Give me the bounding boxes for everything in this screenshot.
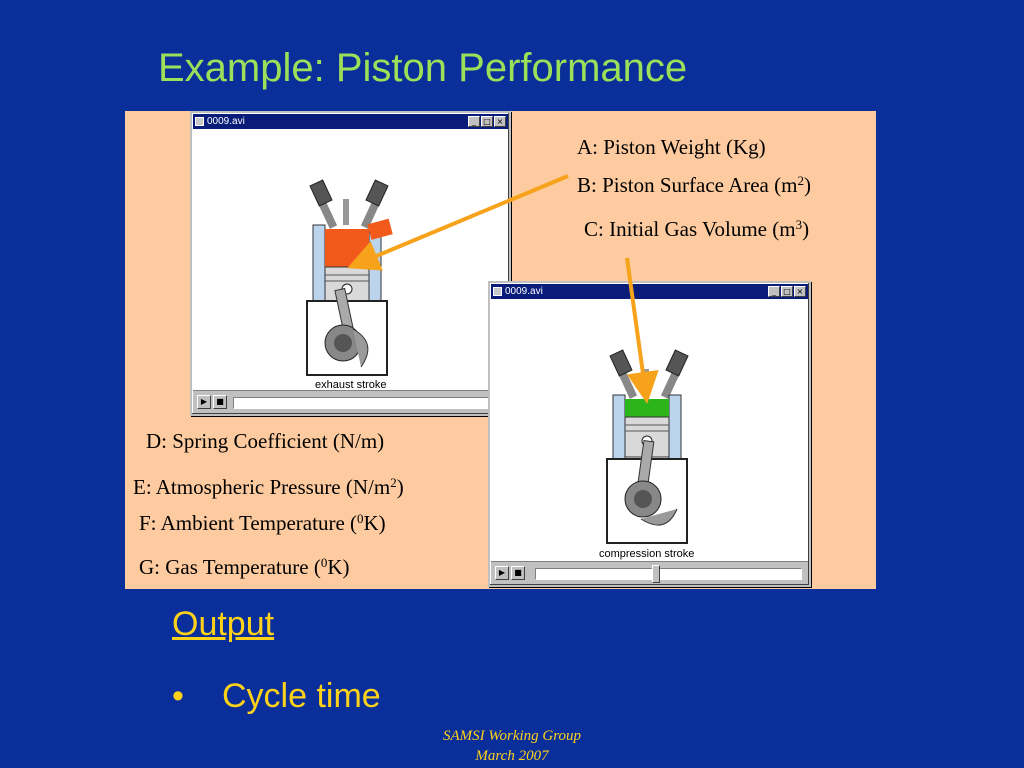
diagram-panel: 0009.avi _ □ × [125, 111, 876, 589]
seek-track[interactable] [535, 568, 802, 580]
stop-button[interactable]: ■ [511, 566, 525, 580]
maximize-button[interactable]: □ [781, 286, 793, 297]
window-title: 0009.avi [207, 116, 245, 127]
video-window-compression[interactable]: 0009.avi _ □ × [488, 281, 811, 587]
seek-track[interactable] [233, 397, 504, 409]
param-f: F: Ambient Temperature (0K) [139, 511, 386, 535]
maximize-button[interactable]: □ [481, 116, 493, 127]
close-button[interactable]: × [494, 116, 506, 127]
param-c: C: Initial Gas Volume (m3) [584, 217, 810, 241]
stroke-caption: compression stroke [599, 548, 695, 560]
engine-compression-illustration [606, 349, 689, 544]
engine-exhaust-illustration [306, 179, 393, 376]
video-file-icon [493, 287, 502, 296]
bullet-cycle-time: Cycle time [222, 677, 381, 715]
slide-title: Example: Piston Performance [158, 46, 688, 90]
media-controls: ▶ ■ [193, 390, 508, 413]
stop-button[interactable]: ■ [213, 395, 227, 409]
footer-date: March 2007 [475, 748, 549, 764]
footer: SAMSI Working Group March 2007 [400, 726, 624, 766]
minimize-button[interactable]: _ [468, 116, 480, 127]
video-window-exhaust[interactable]: 0009.avi _ □ × [190, 111, 511, 416]
video-frame: exhaust stroke [193, 129, 508, 391]
close-button[interactable]: × [794, 286, 806, 297]
stroke-caption: exhaust stroke [315, 379, 387, 391]
bullet-marker: • [172, 677, 184, 715]
param-b: B: Piston Surface Area (m2) [577, 173, 811, 197]
param-g: G: Gas Temperature (0K) [139, 555, 350, 579]
play-button[interactable]: ▶ [197, 395, 211, 409]
video-file-icon [195, 117, 204, 126]
window-titlebar[interactable]: 0009.avi _ □ × [491, 284, 808, 299]
window-titlebar[interactable]: 0009.avi _ □ × [193, 114, 508, 129]
seek-thumb[interactable] [651, 565, 660, 583]
media-controls: ▶ ■ [491, 561, 808, 584]
window-title: 0009.avi [505, 286, 543, 297]
play-button[interactable]: ▶ [495, 566, 509, 580]
footer-group: SAMSI Working Group [442, 728, 582, 744]
minimize-button[interactable]: _ [768, 286, 780, 297]
video-frame: compression stroke [491, 299, 808, 561]
output-heading-link[interactable]: Output [172, 605, 275, 643]
param-e: E: Atmospheric Pressure (N/m2) [133, 475, 404, 499]
param-a: A: Piston Weight (Kg) [577, 135, 766, 159]
param-d: D: Spring Coefficient (N/m) [146, 429, 385, 453]
